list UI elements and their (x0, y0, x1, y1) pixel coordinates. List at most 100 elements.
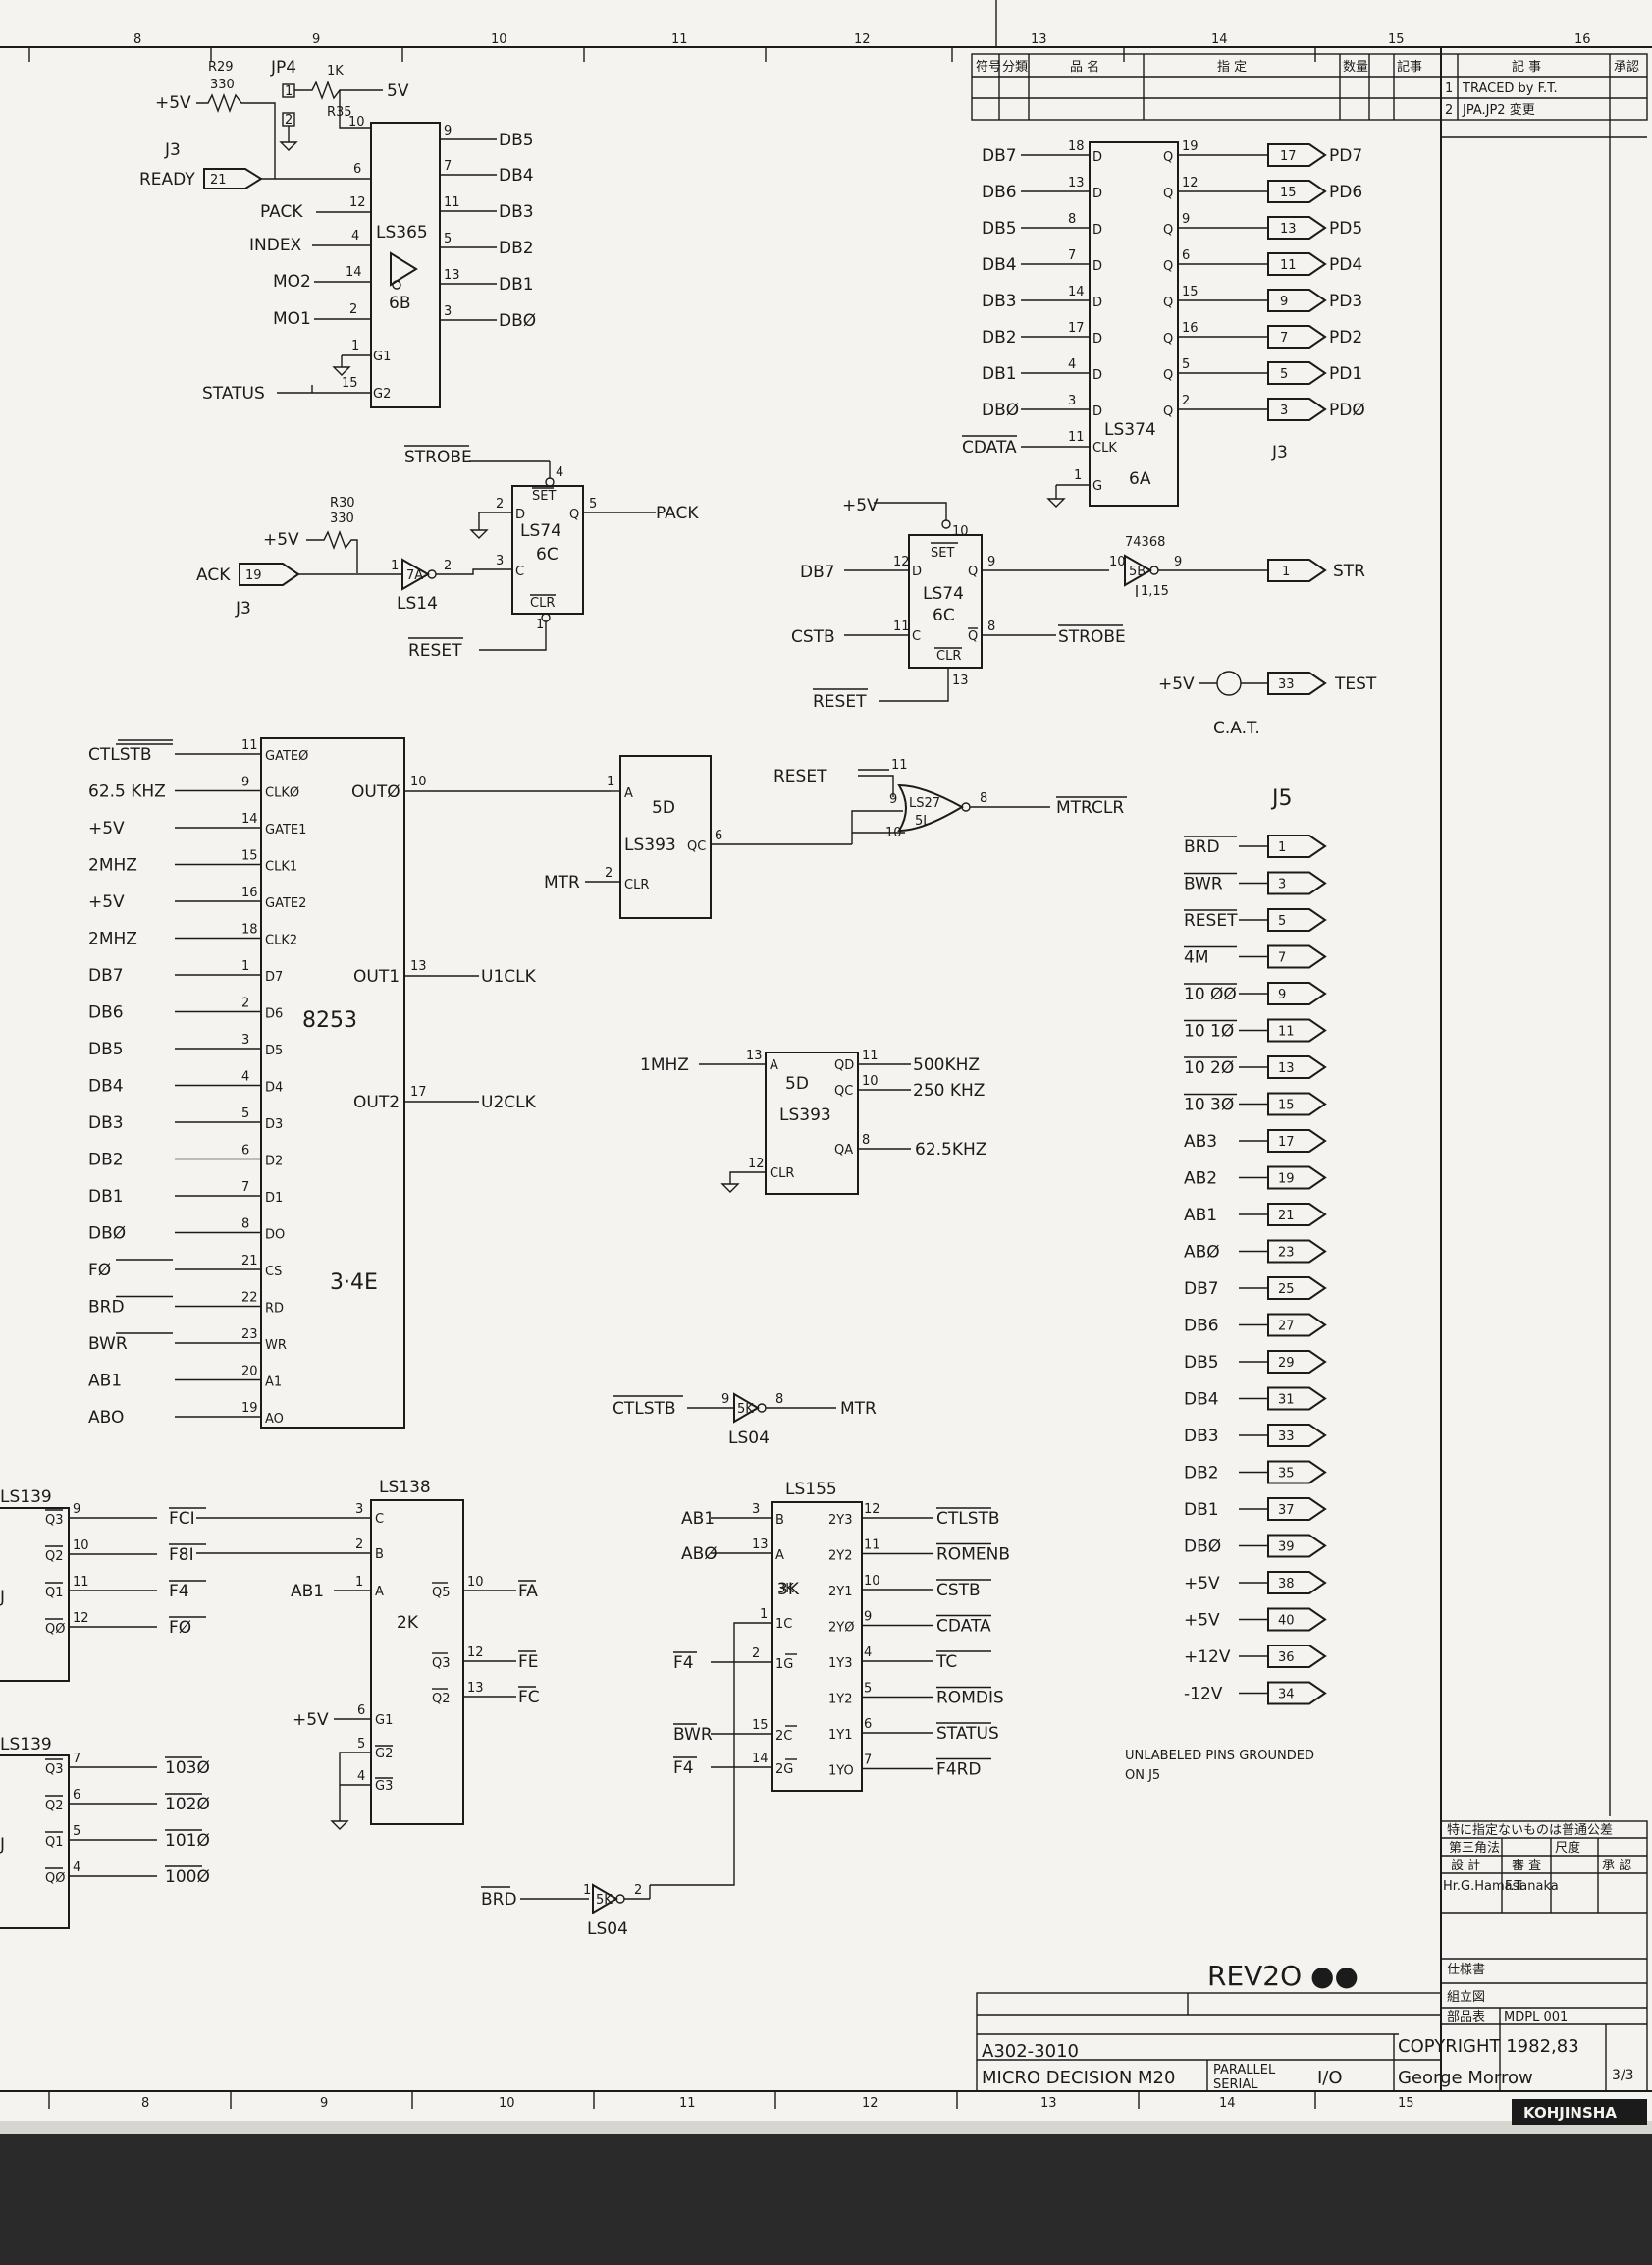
part: LS138 (379, 1478, 431, 1497)
rev-header: 品 名 (1070, 59, 1099, 75)
pin-num: 4 (1068, 357, 1076, 372)
d-label: D (1092, 187, 1102, 201)
strobe-net: STROBE (404, 448, 472, 467)
plus5-label: +5V (293, 1710, 329, 1730)
pin-num: 14 (1068, 285, 1085, 299)
pin-num: 11 (862, 1049, 879, 1063)
pin-name: B (775, 1513, 784, 1528)
pin-num: 16 (241, 886, 258, 900)
gate-ref: 5K (737, 1402, 754, 1417)
pin-num: 10 (348, 115, 365, 130)
pin-num: 1 (351, 339, 359, 353)
g-label: G (1092, 479, 1102, 494)
net-label: MO1 (273, 309, 311, 329)
pin-num: 12 (73, 1611, 89, 1626)
j5-title: J5 (1270, 786, 1293, 811)
conn-pin: 39 (1278, 1540, 1295, 1555)
pin-num: 11 (864, 1538, 880, 1553)
ref: 3K (777, 1582, 794, 1596)
j5-note: ON J5 (1125, 1768, 1160, 1783)
pin-num: 10 (862, 1074, 879, 1089)
net-label: DB6 (88, 1003, 124, 1023)
conn-pin: 21 (210, 173, 227, 188)
net-label: 2MHZ (88, 930, 137, 949)
pin-name: Q1 (45, 1835, 64, 1850)
conn-pin: 35 (1278, 1467, 1295, 1482)
net-label: DB1 (88, 1187, 124, 1207)
pin-num: 3 (1068, 394, 1076, 408)
d-label: D (1092, 223, 1102, 238)
conn-pin: 19 (1278, 1172, 1295, 1187)
ls04-inverter-b: BRD 1 5K 2 LS04 (481, 1883, 651, 1939)
pin-num: 13 (444, 268, 460, 283)
part: LS139 (0, 1487, 52, 1507)
plus5-label: +5V (155, 93, 191, 113)
pin-num: 18 (241, 923, 258, 938)
pin-num: 2 (496, 497, 504, 512)
pin-num: 4 (556, 465, 563, 480)
pin-num: 11 (444, 195, 460, 210)
net-label: INDEX (249, 236, 302, 255)
ff-ref: 6C (933, 606, 955, 625)
cstb-net: CSTB (791, 627, 835, 647)
clr-label: CLR (936, 649, 961, 664)
ls393-counter-a: A 1 5D LS393 QC CLR MTR 2 6 (544, 755, 852, 919)
pin-num: 1 (536, 618, 544, 632)
ack-net: ACK (196, 566, 231, 585)
net-label: AB1 (681, 1509, 715, 1529)
jp-pin: 1 (285, 84, 293, 99)
test-net: TEST (1334, 674, 1377, 694)
d-label: D (912, 565, 922, 579)
pin-num: 22 (241, 1291, 258, 1306)
product-name: MICRO DECISION M20 (982, 2068, 1175, 2088)
pin-num: 6 (73, 1788, 80, 1803)
r35-value: 1K (327, 64, 344, 79)
pin-name: D5 (265, 1044, 283, 1058)
col-label: 12 (854, 32, 871, 47)
title-block: 特に指定ないものは普通公差 第三角法 尺度 設 計 審 査 承 認 Hr.G.H… (976, 1820, 1648, 2125)
pin-name: Q1 (45, 1586, 64, 1600)
rev-header: 符号 (976, 59, 1001, 75)
pin-name: Q5 (432, 1586, 451, 1600)
conn-pin: 5 (1278, 914, 1286, 929)
pin-name: 1YO (828, 1764, 854, 1779)
ls27-nor: RESET 11 LS27 5L 9 10 8 MTRCLR (773, 758, 1127, 844)
pin-num: 9 (73, 1502, 80, 1517)
designer: Hr.G.Hamasi (1443, 1879, 1522, 1894)
pin-num: 3 (241, 1033, 249, 1048)
conn-pin: 33 (1278, 1429, 1295, 1444)
conn-pin: 15 (1278, 1099, 1295, 1113)
pin-num: 4 (351, 229, 359, 243)
pin-num: 21 (241, 1254, 258, 1268)
tb-note: 審 査 (1512, 1859, 1541, 1873)
pin-num: 8 (1068, 212, 1076, 227)
str-flipflop: +5V 10 SET D Q LS74 6C C Q CLR DB7 12 CS… (791, 496, 1365, 712)
frag: J (0, 1588, 5, 1607)
pin-num: 11 (1068, 430, 1085, 445)
j3-conn: J3 (1271, 443, 1288, 462)
conn-pin: 9 (1278, 988, 1286, 1002)
net-label: DB1 (499, 275, 534, 295)
conn-pin: 38 (1278, 1577, 1295, 1591)
pin-num: 13 (752, 1537, 769, 1552)
col-label: 15 (1398, 2096, 1414, 2111)
pin-num: 5 (864, 1682, 872, 1697)
net-label: DB4 (982, 255, 1017, 275)
net-label: PD6 (1329, 183, 1362, 202)
col-label: 8 (133, 32, 141, 47)
i8253-ref: 3·4E (330, 1270, 378, 1295)
pin-num: 6 (241, 1144, 249, 1159)
conn-pin: 37 (1278, 1503, 1295, 1518)
gate-label: G2 (373, 387, 391, 402)
net-label: DB5 (88, 1040, 124, 1059)
pin-num: 12 (349, 195, 366, 210)
pin-name: Q3 (45, 1513, 64, 1528)
rev-text: JPA.JP2 変更 (1462, 102, 1535, 118)
plus5-label: +5V (1158, 674, 1195, 694)
conn-pin: 13 (1278, 1061, 1295, 1076)
net-label: DB3 (499, 202, 534, 222)
pin-num: 4 (73, 1861, 80, 1875)
pin-name: CLKØ (265, 786, 299, 801)
